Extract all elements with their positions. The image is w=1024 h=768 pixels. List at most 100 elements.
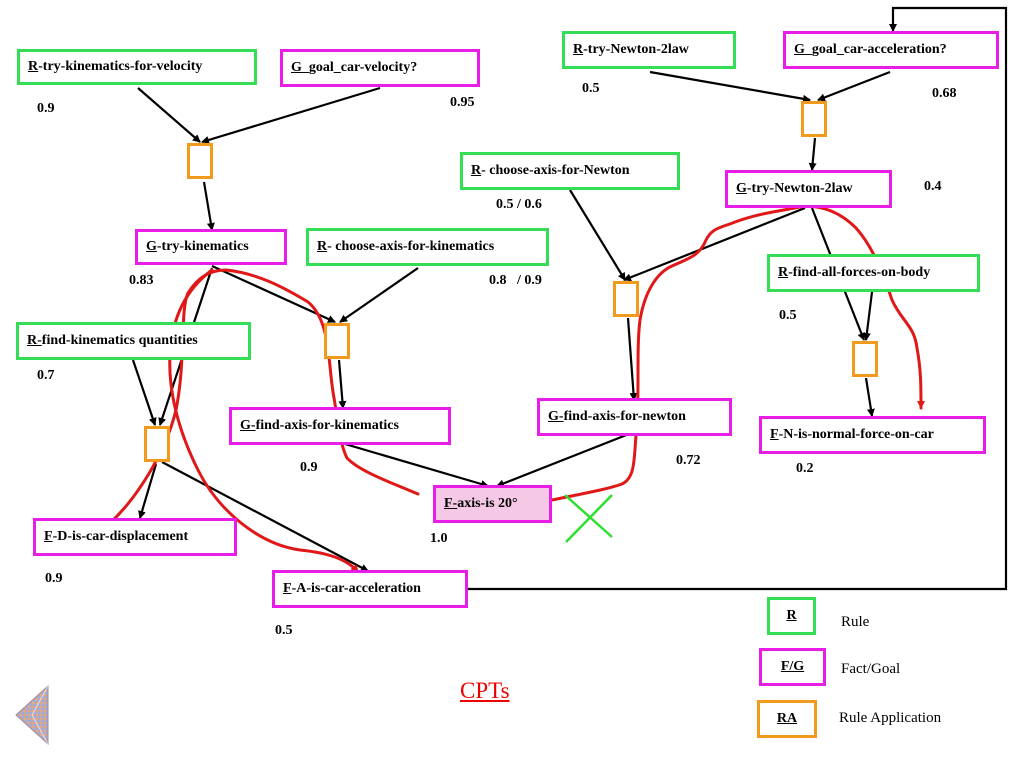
prob-label: 0.8 / 0.9 xyxy=(489,273,542,288)
node-g-goal-car-velocity: G_goal_car-velocity? xyxy=(280,49,480,87)
legend-rule-application-label: Rule Application xyxy=(839,710,942,726)
node-key: F xyxy=(770,427,779,442)
legend-fact-goal-box: F/G xyxy=(759,648,826,686)
node-r-find-all-forces-on-body: R-find-all-forces-on-body xyxy=(767,254,980,292)
node-r-try-newton-2law: R -try-Newton-2law xyxy=(562,31,736,69)
node-key: G- xyxy=(240,418,256,433)
prob-label: 0.9 xyxy=(45,571,63,586)
link-rkinvel-ra1 xyxy=(137,87,201,143)
prob-label: 0.9 xyxy=(300,460,318,475)
node-text: -D-is-car-displacement xyxy=(52,529,189,544)
node-key: G xyxy=(291,60,302,75)
node-g-find-axis-for-kinematics: G-find-axis-for-kinematics xyxy=(229,407,451,445)
node-key: R xyxy=(471,163,482,178)
node-key: F- xyxy=(444,496,458,511)
node-text: find-axis-for-kinematics xyxy=(255,418,399,433)
link-ra6-fnormal xyxy=(864,377,875,417)
node-f-a-is-car-acceleration: F-A-is-car-acceleration xyxy=(272,570,468,608)
prob-label: 0.83 xyxy=(129,273,154,288)
legend-rule-label: Rule xyxy=(841,614,870,630)
node-g-try-newton-2law: G-try-Newton-2law xyxy=(725,170,892,208)
link-rforces-ra6 xyxy=(862,291,874,341)
node-text: find-kinematics quantities xyxy=(41,333,198,348)
prob-label: 0.5 xyxy=(582,81,600,96)
node-key: G- xyxy=(548,409,564,424)
rule-application-box xyxy=(324,323,350,359)
node-f-d-is-car-displacement: F-D-is-car-displacement xyxy=(33,518,237,556)
node-r-choose-axis-for-newton: R- choose-axis-for-Newton xyxy=(460,152,680,190)
node-f-axis-is-20: F-axis-is 20° xyxy=(433,485,552,523)
prob-label: 0.95 xyxy=(450,95,475,110)
node-key: G xyxy=(794,42,805,57)
red-curve-left-a xyxy=(108,268,420,525)
node-key: G xyxy=(736,181,747,196)
node-text: -N-is-normal-force-on-car xyxy=(778,427,934,442)
node-text: -try-kinematics xyxy=(156,239,249,254)
node-g-goal-car-acceleration: G_goal_car-acceleration? xyxy=(783,31,999,69)
link-ra3-fdisp xyxy=(138,463,158,519)
link-gcaracc-ra4 xyxy=(817,70,891,102)
node-key: G xyxy=(146,239,157,254)
rule-application-box xyxy=(613,281,639,317)
link-ra4-gtrynewt xyxy=(808,137,817,171)
node-key: R xyxy=(778,265,789,280)
link-gcarvel-ra1 xyxy=(201,86,381,144)
prob-label: 0.72 xyxy=(676,453,701,468)
node-key: R xyxy=(317,239,328,254)
node-text: - choose-axis-for-Newton xyxy=(481,163,630,178)
prob-label: 0.4 xyxy=(924,179,942,194)
rule-application-box xyxy=(801,101,827,137)
prob-label: 0.2 xyxy=(796,461,814,476)
node-text: -find-all-forces-on-body xyxy=(788,265,931,280)
link-gtrynewt-ra5 xyxy=(623,206,806,282)
cross-mark-icon xyxy=(564,494,613,543)
link-faccel-gcaracc xyxy=(468,6,1008,591)
legend-rule-application-box: RA xyxy=(757,700,817,738)
prob-label: 0.5 / 0.6 xyxy=(496,197,542,212)
prob-label: 0.68 xyxy=(932,86,957,101)
link-rfindkin-ra3 xyxy=(131,359,157,426)
rule-application-box xyxy=(144,426,170,462)
node-text: -A-is-car-acceleration xyxy=(291,581,421,596)
node-key: F xyxy=(283,581,292,596)
link-gaxisnewt-faxis xyxy=(496,430,635,488)
node-key: R xyxy=(573,42,584,57)
link-gtrykin-ra2 xyxy=(211,264,336,324)
node-g-try-kinematics: G-try-kinematics xyxy=(135,229,287,265)
node-r-find-kinematics-quantities: R-find-kinematics quantities xyxy=(16,322,251,360)
node-key: R xyxy=(28,59,39,74)
node-text: _goal_car-velocity? xyxy=(301,60,418,75)
node-key: R- xyxy=(27,333,42,348)
red-curve-right xyxy=(550,204,925,502)
node-text: find-axis-for-newton xyxy=(563,409,686,424)
link-gaxiskin-faxis xyxy=(344,442,489,488)
prob-label: 1.0 xyxy=(430,531,448,546)
node-key: F xyxy=(44,529,53,544)
node-text: -try-Newton-2law xyxy=(583,42,689,57)
node-r-try-kinematics-for-velocity: R -try-kinematics-for-velocity xyxy=(17,49,257,85)
link-rnewton-ra4 xyxy=(649,70,811,103)
prob-label: 0.5 xyxy=(275,623,293,638)
node-f-n-is-normal-force-on-car: F-N-is-normal-force-on-car xyxy=(759,416,986,454)
node-text: - choose-axis-for-kinematics xyxy=(327,239,495,254)
node-text: _goal_car-acceleration? xyxy=(804,42,947,57)
node-g-find-axis-for-newton: G-find-axis-for-newton xyxy=(537,398,732,436)
link-ra1-gtrykin xyxy=(202,181,215,231)
rule-application-box xyxy=(852,341,878,377)
node-text: -try-kinematics-for-velocity xyxy=(38,59,203,74)
prob-label: 0.5 xyxy=(779,308,797,323)
rule-application-box xyxy=(187,143,213,179)
node-r-choose-axis-for-kinematics: R- choose-axis-for-kinematics xyxy=(306,228,549,266)
legend-rule-box: R xyxy=(767,597,816,635)
link-raxiskin-ra2 xyxy=(339,267,419,323)
node-text: -try-Newton-2law xyxy=(746,181,853,196)
cpts-link[interactable]: CPTs xyxy=(460,678,510,703)
prob-label: 0.7 xyxy=(37,368,55,383)
prob-label: 0.9 xyxy=(37,101,55,116)
legend-fact-goal-label: Fact/Goal xyxy=(841,661,901,677)
link-ra3-faccel xyxy=(161,461,369,572)
link-ra5-gaxisnewt xyxy=(626,317,638,401)
back-arrow-icon[interactable] xyxy=(14,684,50,746)
link-ra2-gaxiskin xyxy=(337,359,347,409)
